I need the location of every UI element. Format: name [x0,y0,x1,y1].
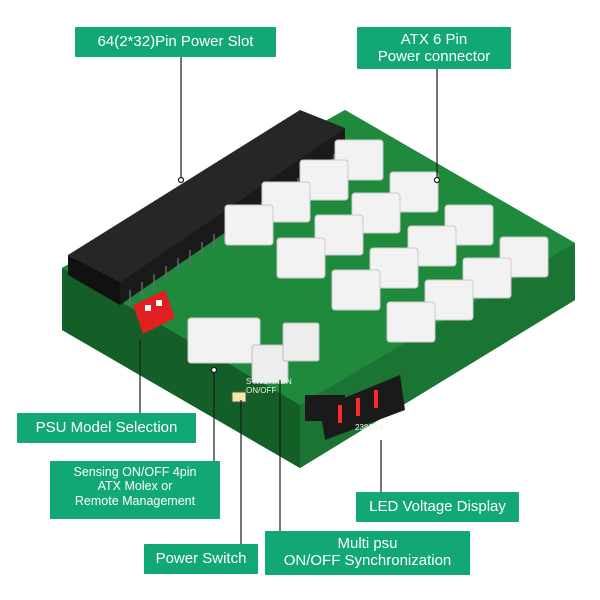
label-psu-model-selection: PSU Model Selection [17,413,196,443]
label-led-display: LED Voltage Display [356,492,519,522]
label-sensing-line2: ATX Molex or [97,479,173,494]
led-voltage-display [320,375,405,440]
label-atx6-line1: ATX 6 Pin [400,31,468,48]
label-sensing-onoff: Sensing ON/OFF 4pin ATX Molex or Remote … [50,461,220,519]
label-led-text: LED Voltage Display [369,498,506,515]
label-sensing-line3: Remote Management [74,493,196,508]
label-multi-psu-sync: Multi psu ON/OFF Synchronization [265,531,470,575]
label-power-slot-text: 64(2*32)Pin Power Slot [97,33,254,50]
atx6-connector-grid [224,139,549,343]
label-atx6-line2: Power connector [377,48,491,66]
sensing-4pin-molex [187,317,261,364]
psu-model-dip-switch [133,290,175,334]
label-power-switch: Power Switch [144,544,258,574]
label-multi-line2: ON/OFF Synchronization [283,552,452,570]
silk-onoff-text: ON/OFF [246,386,276,395]
silk-sync-text: SYNCHRON [246,377,292,386]
label-psu-model-text: PSU Model Selection [35,419,178,436]
leader-lines [139,57,441,544]
label-atx6-connector: ATX 6 Pin Power connector [357,27,511,69]
label-power-slot: 64(2*32)Pin Power Slot [75,27,276,57]
silk-chip-text: 2381AS [355,423,383,432]
label-sensing-line1: Sensing ON/OFF 4pin [73,465,197,479]
sync-connectors [251,322,320,384]
label-power-switch-text: Power Switch [155,550,247,567]
label-multi-line1: Multi psu [337,535,398,552]
power-switch-component [231,391,247,403]
